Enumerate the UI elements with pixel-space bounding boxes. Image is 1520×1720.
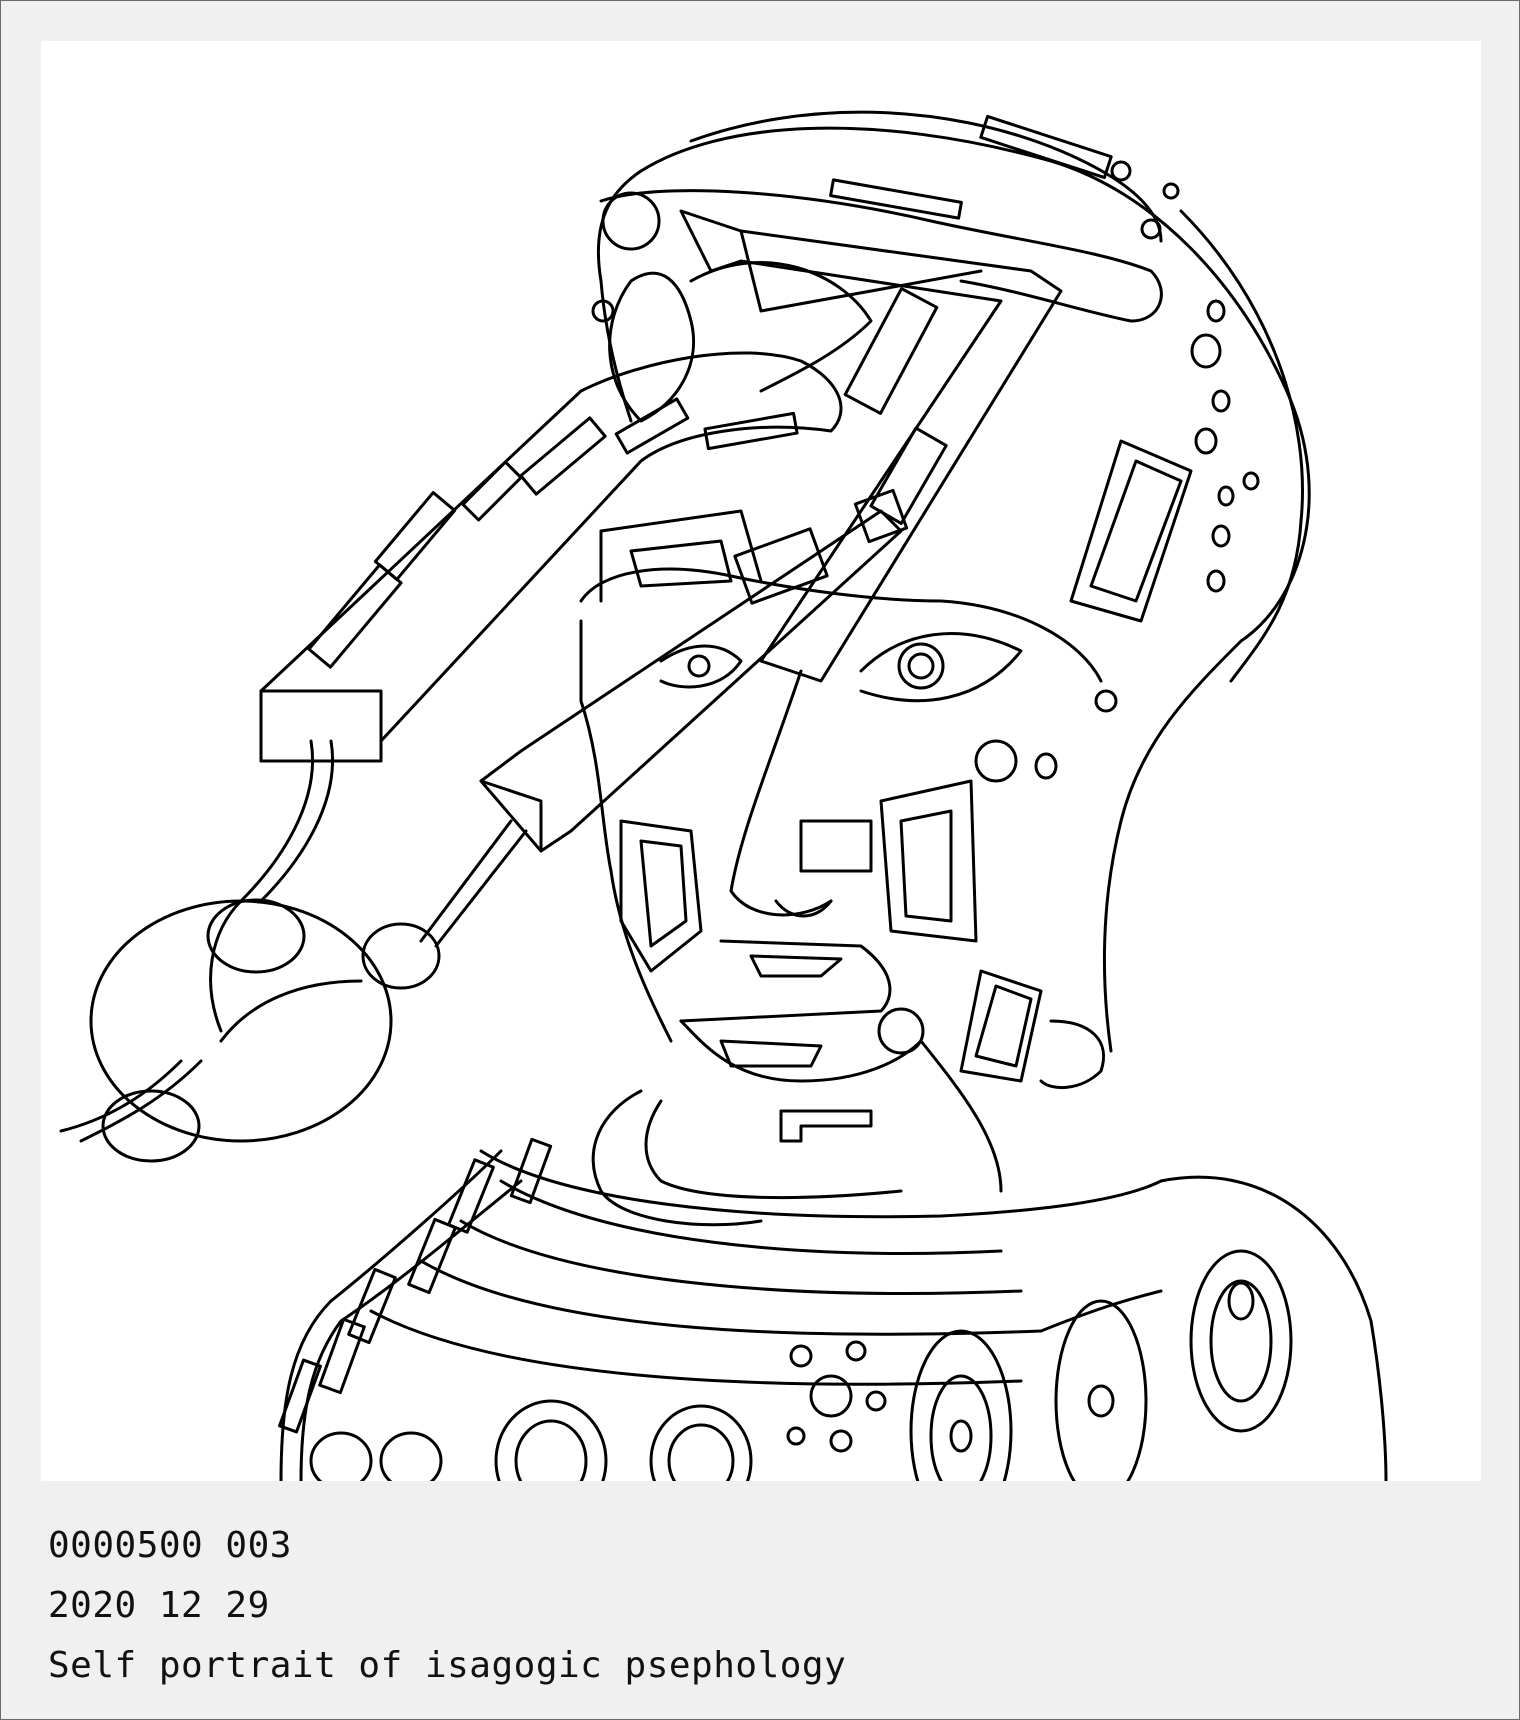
artwork-date: 2020 12 29 — [48, 1585, 270, 1626]
caption-block: 0000500 003 2020 12 29 Self portrait of … — [48, 1516, 846, 1696]
catalog-number: 0000500 003 — [48, 1525, 292, 1566]
artwork-title: Self portrait of isagogic psephology — [48, 1645, 847, 1686]
line-drawing — [59, 110, 1388, 1481]
artwork-image — [41, 41, 1481, 1481]
